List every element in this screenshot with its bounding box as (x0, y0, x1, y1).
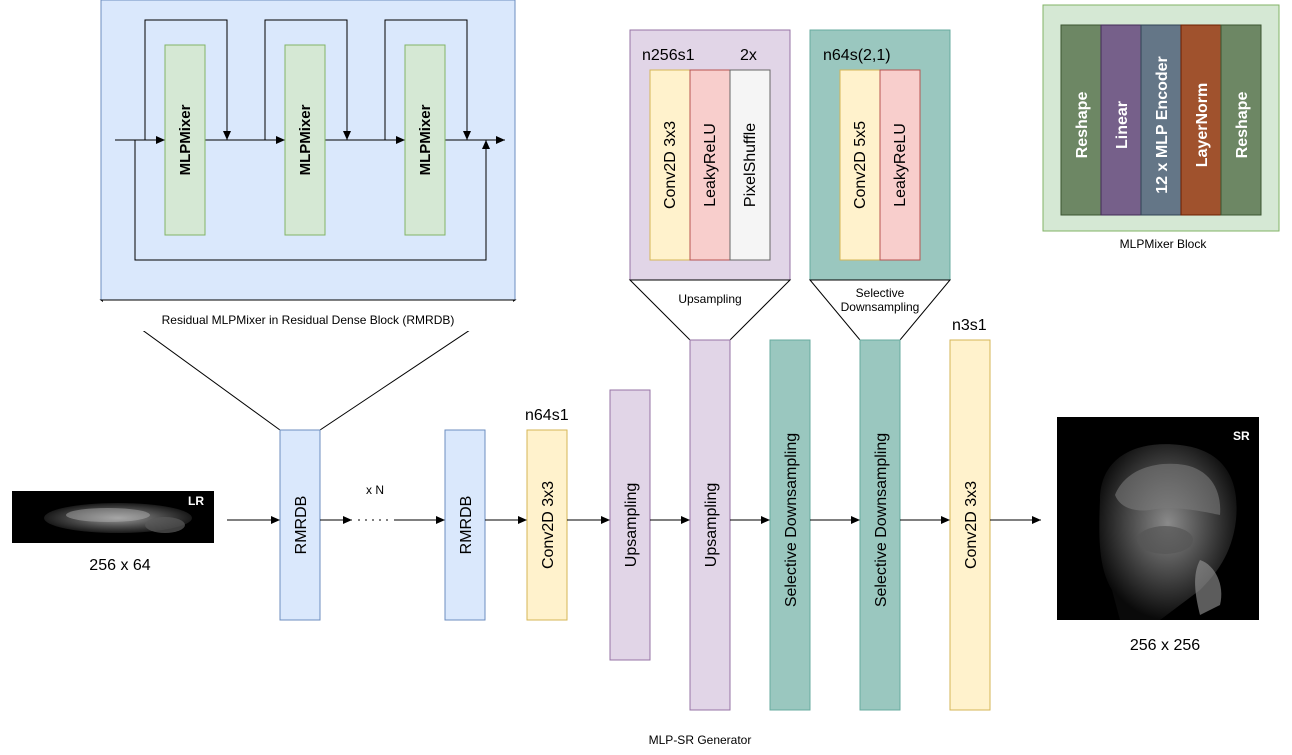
rmrdb-detail-caption-over: Residual MLPMixer in Residual Dense Bloc… (162, 313, 455, 327)
mlpmixer-block-panel: Reshape Linear 12 x MLP Encoder LayerNor… (1042, 4, 1280, 232)
mlpmixer-3-label: MLPMixer (417, 104, 434, 175)
conv-block-2: Conv2D 3x3 (949, 339, 991, 711)
upsampling-param-right: 2x (740, 47, 757, 64)
mlpmixer-block-caption: MLPMixer Block (1120, 237, 1208, 251)
input-size-label: 256 x 64 (89, 557, 150, 574)
mlpmixer-2-label: MLPMixer (297, 104, 314, 175)
rmrdb-block-1-label: RMRDB (293, 496, 310, 555)
down-relu-layer: LeakyReLU (879, 69, 921, 261)
mixer-reshape-2: Reshape (1220, 24, 1262, 216)
upsampling-block-2-label: Upsampling (703, 483, 720, 567)
mlpmixer-1: MLPMixer (164, 44, 206, 236)
upsampling-block-2: Upsampling (689, 339, 731, 711)
upsampling-block-1-label: Upsampling (623, 483, 640, 567)
upsampling-detail-caption: Upsampling (678, 292, 741, 306)
conv-2-param: n3s1 (952, 317, 987, 334)
upsampling-detail-panel: n256s1 2x Conv2D 3x3 LeakyReLU PixelShuf… (629, 29, 791, 281)
rmrdb-block-2: RMRDB (444, 429, 486, 621)
up-pixelshuffle-label: PixelShuffle (742, 123, 759, 207)
mixer-linear: Linear (1100, 24, 1142, 216)
down-relu-label: LeakyReLU (892, 123, 909, 207)
output-size-label: 256 x 256 (1130, 637, 1200, 654)
seldown-block-1: Selective Downsampling (769, 339, 811, 711)
seldown-block-2: Selective Downsampling (859, 339, 901, 711)
mixer-linear-label: Linear (1114, 101, 1131, 149)
sr-output-image: SR (1057, 417, 1259, 620)
lr-input-image: LR (12, 491, 214, 543)
up-conv-label: Conv2D 3x3 (662, 121, 679, 209)
upsampling-block-1: Upsampling (609, 389, 651, 661)
conv-block-1-label: Conv2D 3x3 (540, 481, 557, 569)
upsampling-param-left: n256s1 (642, 47, 695, 64)
mlpmixer-2: MLPMixer (284, 44, 326, 236)
conv-1-param: n64s1 (525, 407, 569, 424)
conv-block-1: Conv2D 3x3 (526, 429, 568, 621)
down-conv-label: Conv2D 5x5 (852, 121, 869, 209)
seldown-param: n64s(2,1) (823, 47, 891, 64)
lr-tag: LR (188, 494, 204, 508)
mlpmixer-1-label: MLPMixer (177, 104, 194, 175)
mixer-layernorm: LayerNorm (1180, 24, 1222, 216)
mlpmixer-3: MLPMixer (404, 44, 446, 236)
repeat-label: x N (366, 483, 384, 497)
mixer-reshape-2-label: Reshape (1234, 92, 1251, 159)
generator-caption: MLP-SR Generator (649, 733, 752, 747)
seldown-block-2-label: Selective Downsampling (873, 433, 890, 607)
seldown-caption-line2: Downsampling (841, 300, 920, 314)
mixer-reshape-1-label: Reshape (1074, 92, 1091, 159)
upsampling-zoom-funnel (628, 279, 792, 341)
rmrdb-detail-panel: MLPMixer MLPMixer MLPMixer Residual MLPM… (100, 0, 516, 327)
conv-block-2-label: Conv2D 3x3 (963, 481, 980, 569)
rmrdb-block-1: RMRDB (279, 429, 321, 621)
mixer-reshape-1: Reshape (1060, 24, 1102, 216)
mixer-encoder-label: 12 x MLP Encoder (1154, 56, 1171, 194)
seldown-caption-line1: Selective (856, 286, 905, 300)
seldown-block-1-label: Selective Downsampling (783, 433, 800, 607)
up-pixelshuffle-layer: PixelShuffle (729, 69, 771, 261)
down-conv-layer: Conv2D 5x5 (839, 69, 881, 261)
mixer-layernorm-label: LayerNorm (1194, 83, 1211, 167)
rmrdb-block-2-label: RMRDB (458, 496, 475, 555)
up-relu-label: LeakyReLU (702, 123, 719, 207)
sr-tag: SR (1233, 429, 1250, 443)
seldown-detail-panel: n64s(2,1) Conv2D 5x5 LeakyReLU (809, 29, 951, 281)
up-conv-layer: Conv2D 3x3 (649, 69, 691, 261)
up-relu-layer: LeakyReLU (689, 69, 731, 261)
mixer-encoder: 12 x MLP Encoder (1140, 24, 1182, 216)
